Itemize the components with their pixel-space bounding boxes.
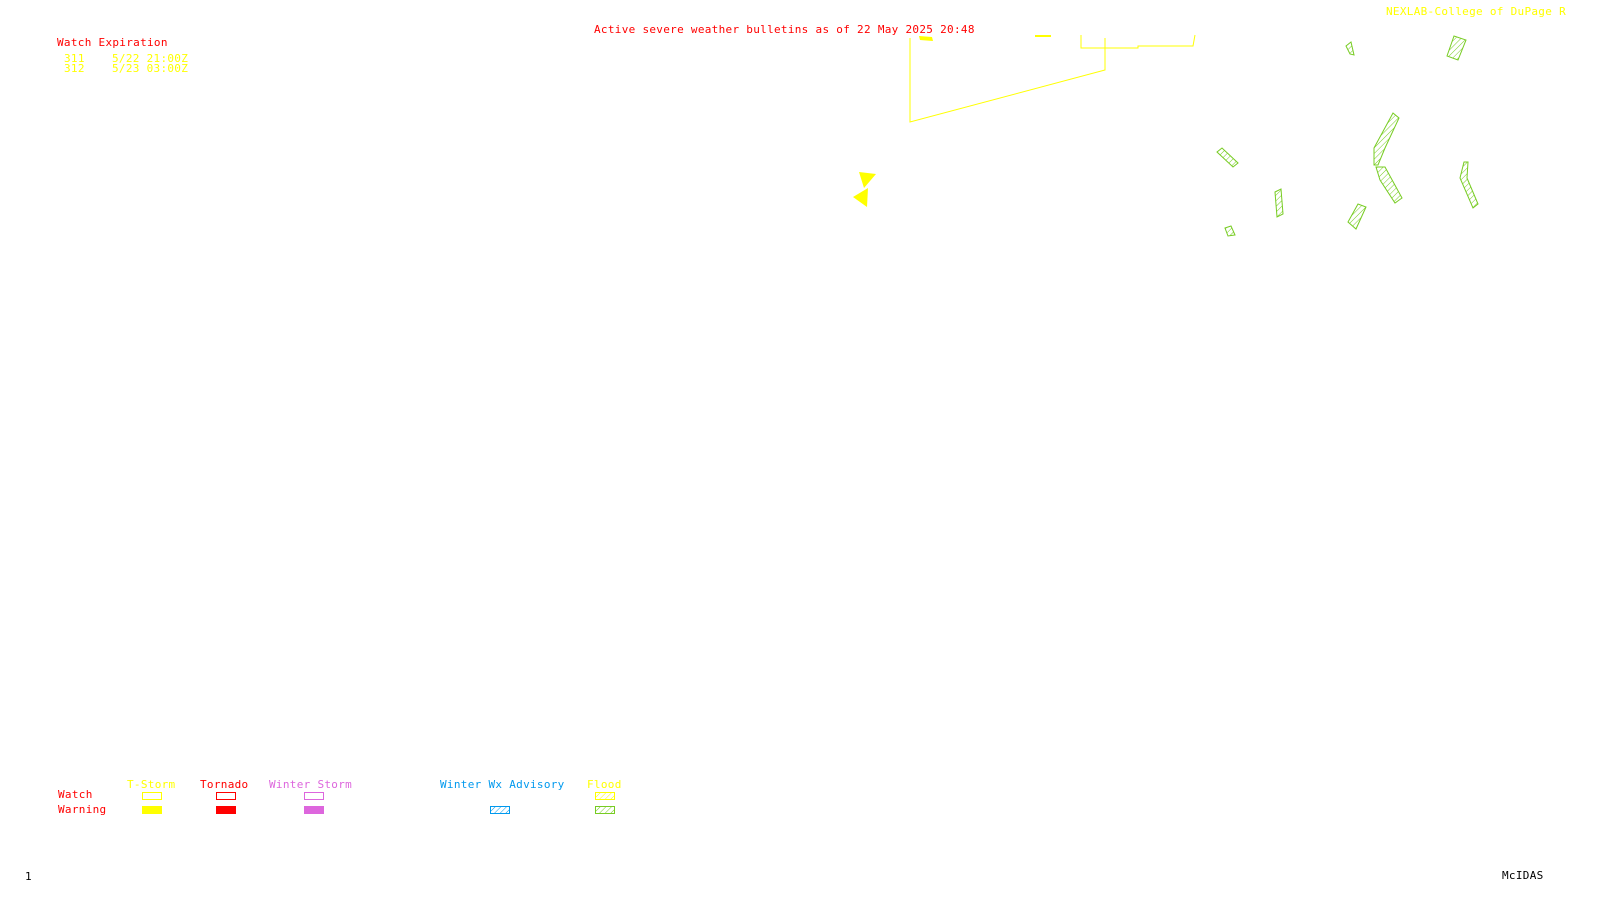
legend-tornado-warning-swatch	[216, 806, 236, 814]
legend-tornado-watch-swatch	[216, 792, 236, 800]
legend-winter-storm-watch-swatch	[304, 792, 324, 800]
watch-number-311: 311	[64, 52, 85, 65]
watch-table-heading: Watch Expiration	[57, 36, 168, 49]
tstorm-warning-polygon	[919, 36, 933, 41]
legend-winter-wx-advisory-swatch	[490, 806, 510, 814]
tstorm-watch-outline-east	[1080, 34, 1196, 49]
flood-warning-polygon	[1373, 112, 1400, 166]
legend-flood-watch-swatch	[595, 792, 615, 800]
legend-winter-storm-label: Winter Storm	[269, 778, 353, 791]
flood-warning-polygon	[1446, 35, 1467, 61]
flood-warning-polygon	[1375, 166, 1403, 204]
legend-flood-warning-swatch	[595, 806, 615, 814]
legend-tstorm-label: T-Storm	[127, 778, 176, 791]
legend-flood-label: Flood	[587, 778, 622, 791]
watch-expiration-311: 5/22 21:00Z	[112, 52, 189, 65]
tstorm-warning-polygon	[859, 172, 876, 188]
legend-watch-row-label: Watch	[58, 788, 93, 801]
legend-winter-wx-advisory-label: Winter Wx Advisory	[440, 778, 565, 791]
bulletin-title: Active severe weather bulletins as of 22…	[594, 23, 975, 36]
watch-expiration-312: 5/23 03:00Z	[112, 62, 189, 75]
flood-warning-polygon	[1345, 41, 1355, 56]
legend-tornado-label: Tornado	[200, 778, 249, 791]
software-label: McIDAS	[1502, 869, 1544, 882]
watch-number-312: 312	[64, 62, 85, 75]
legend-tstorm-warning-swatch	[142, 806, 162, 814]
flood-warning-polygon	[1274, 188, 1284, 218]
tstorm-watch-outline	[909, 38, 1106, 123]
flood-warning-polygon	[1216, 147, 1239, 168]
flood-warning-polygon	[1347, 203, 1367, 230]
legend-tstorm-watch-swatch	[142, 792, 162, 800]
frame-number: 1	[25, 870, 32, 883]
flood-warning-polygon	[1459, 161, 1479, 209]
legend-winter-storm-warning-swatch	[304, 806, 324, 814]
legend-warning-row-label: Warning	[58, 803, 107, 816]
tstorm-warning-polygon	[853, 188, 868, 207]
credit-text: NEXLAB-College of DuPage R	[1386, 5, 1566, 18]
tstorm-warning-polygon	[1035, 35, 1051, 37]
flood-warning-polygon	[1224, 225, 1236, 237]
